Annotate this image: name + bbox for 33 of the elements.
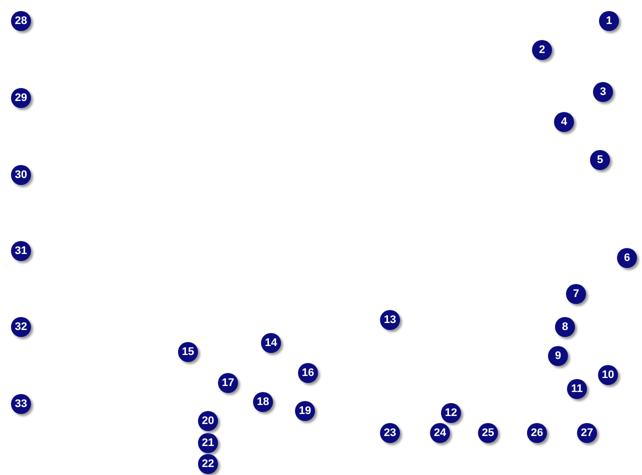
callout-number: 23: [380, 423, 400, 443]
callout-number: 8: [555, 317, 575, 337]
callout-number: 7: [566, 284, 586, 304]
callout-number: 32: [11, 317, 31, 337]
callout-number: 25: [478, 423, 498, 443]
callout-number: 26: [527, 423, 547, 443]
callout-number: 3: [593, 82, 613, 102]
callout-number: 18: [253, 392, 273, 412]
callout-number: 30: [11, 165, 31, 185]
callout-number: 4: [554, 112, 574, 132]
callout-number: 17: [218, 373, 238, 393]
callout-number: 6: [617, 248, 637, 268]
callout-number: 22: [198, 454, 218, 474]
callout-number: 16: [298, 363, 318, 383]
callout-number: 15: [178, 342, 198, 362]
callout-number: 31: [11, 241, 31, 261]
callout-number: 12: [441, 403, 461, 423]
callout-number: 19: [295, 401, 315, 421]
callout-number: 29: [11, 88, 31, 108]
callout-number: 28: [11, 11, 31, 31]
callout-number: 9: [548, 346, 568, 366]
callout-number: 10: [598, 365, 618, 385]
callout-number: 21: [198, 433, 218, 453]
callout-number: 33: [11, 394, 31, 414]
callout-number: 1: [599, 11, 619, 31]
callout-number: 24: [430, 423, 450, 443]
callout-number: 20: [198, 411, 218, 431]
callout-number: 14: [261, 333, 281, 353]
callout-number: 2: [532, 40, 552, 60]
callout-number: 13: [380, 310, 400, 330]
callout-number: 27: [577, 423, 597, 443]
callout-number: 11: [567, 379, 587, 399]
callout-number: 5: [590, 150, 610, 170]
